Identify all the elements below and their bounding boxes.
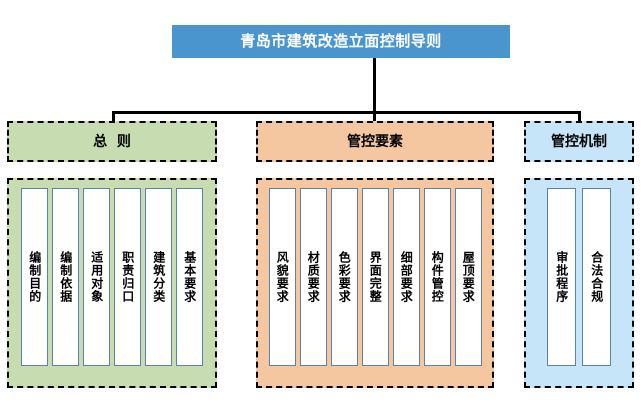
section-header-label: 总 则: [93, 133, 131, 150]
section-item-card[interactable]: 适用对象: [83, 188, 110, 366]
connector-drop-left: [112, 111, 115, 125]
section-item-label: 屋顶要求: [461, 251, 476, 303]
section-item-label: 建筑分类: [151, 251, 166, 303]
section-item-card[interactable]: 审批程序: [547, 188, 576, 366]
connector-drop-right: [578, 111, 581, 125]
section-body-general-rules: 编制目的 编制依据 适用对象 职责归口 建筑分类 基本要求: [7, 178, 217, 388]
diagram-title-node[interactable]: 青岛市建筑改造立面控制导则: [172, 25, 510, 58]
section-item-card[interactable]: 构件管控: [423, 188, 451, 366]
section-item-card[interactable]: 职责归口: [114, 188, 141, 366]
section-body-control-elements: 风貌要求 材质要求 色彩要求 界面完整 细部要求 构件管控 屋顶要求: [256, 178, 494, 388]
section-item-card[interactable]: 编制依据: [52, 188, 79, 366]
section-item-label: 职责归口: [120, 251, 135, 303]
section-header-control-mechanism[interactable]: 管控机制: [524, 121, 634, 162]
section-header-general-rules[interactable]: 总 则: [7, 121, 217, 162]
section-item-card[interactable]: 材质要求: [299, 188, 327, 366]
section-item-card[interactable]: 编制目的: [21, 188, 48, 366]
section-item-label: 编制目的: [27, 251, 42, 303]
section-item-card[interactable]: 建筑分类: [145, 188, 172, 366]
section-item-label: 细部要求: [399, 251, 414, 303]
section-header-label: 管控机制: [551, 133, 607, 150]
section-header-control-elements[interactable]: 管控要素: [256, 121, 494, 162]
section-item-label: 色彩要求: [337, 251, 352, 303]
section-item-card[interactable]: 基本要求: [176, 188, 203, 366]
diagram-title-text: 青岛市建筑改造立面控制导则: [240, 32, 442, 50]
section-header-label: 管控要素: [347, 133, 403, 150]
connector-stem-vertical: [373, 58, 376, 113]
section-item-card[interactable]: 色彩要求: [330, 188, 358, 366]
section-item-card[interactable]: 风貌要求: [268, 188, 296, 366]
section-item-label: 材质要求: [306, 251, 321, 303]
section-item-card[interactable]: 合法合规: [582, 188, 611, 366]
connector-drop-middle: [373, 111, 376, 125]
section-item-label: 基本要求: [182, 251, 197, 303]
section-item-card[interactable]: 细部要求: [392, 188, 420, 366]
section-item-label: 合法合规: [589, 251, 604, 303]
section-item-label: 审批程序: [554, 251, 569, 303]
section-item-card[interactable]: 界面完整: [361, 188, 389, 366]
section-body-control-mechanism: 审批程序 合法合规: [524, 178, 634, 388]
section-item-card[interactable]: 屋顶要求: [454, 188, 482, 366]
section-item-label: 界面完整: [368, 251, 383, 303]
section-item-label: 编制依据: [58, 251, 73, 303]
section-item-label: 构件管控: [430, 251, 445, 303]
connector-horizontal-bar: [112, 111, 581, 114]
section-item-label: 风貌要求: [275, 251, 290, 303]
section-item-label: 适用对象: [89, 251, 104, 303]
